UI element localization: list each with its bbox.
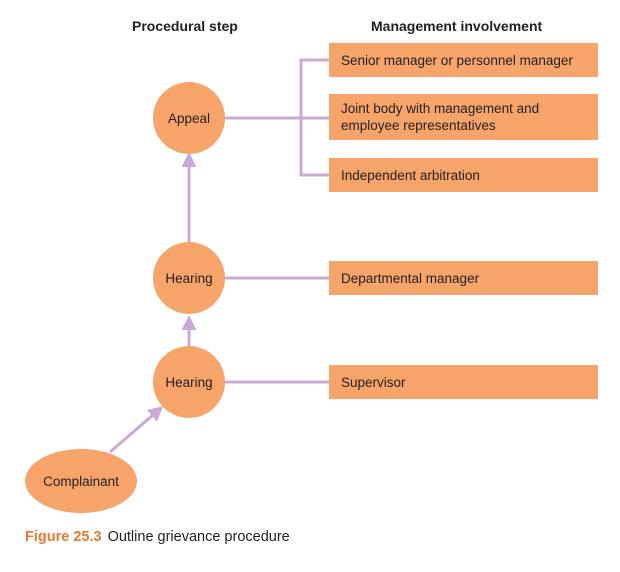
joint-body-box: Joint body with management and employee … <box>329 94 598 140</box>
hearing-node-lower: Hearing <box>153 346 225 418</box>
hearing-node-upper: Hearing <box>153 242 225 314</box>
joint-body-text: Joint body with management and employee … <box>341 101 540 133</box>
hearing-label-lower: Hearing <box>165 374 213 390</box>
supervisor-text: Supervisor <box>341 374 406 390</box>
procedural-step-header: Procedural step <box>132 18 238 34</box>
complainant-node: Complainant <box>25 449 137 513</box>
independent-arbitration-box: Independent arbitration <box>329 158 598 192</box>
figure-number: Figure 25.3 <box>25 529 102 545</box>
appeal-label: Appeal <box>167 110 211 126</box>
management-involvement-header: Management involvement <box>371 18 543 34</box>
departmental-manager-text: Departmental manager <box>341 270 480 286</box>
complainant-label: Complainant <box>43 473 119 489</box>
hearing-label-upper: Hearing <box>165 270 213 286</box>
departmental-manager-box: Departmental manager <box>329 261 598 295</box>
independent-arbitration-text: Independent arbitration <box>341 167 480 183</box>
arrow-complainant-to-hearing1 <box>109 406 164 454</box>
senior-manager-box: Senior manager or personnel manager <box>329 43 598 77</box>
appeal-node: Appeal <box>153 82 225 154</box>
supervisor-box: Supervisor <box>329 365 598 399</box>
figure-caption: Figure 25.3 Outline grievance procedure <box>25 529 290 545</box>
figure-caption-text: Outline grievance procedure <box>107 529 290 545</box>
appeal-bracket <box>299 58 329 177</box>
senior-manager-text: Senior manager or personnel manager <box>341 52 573 68</box>
